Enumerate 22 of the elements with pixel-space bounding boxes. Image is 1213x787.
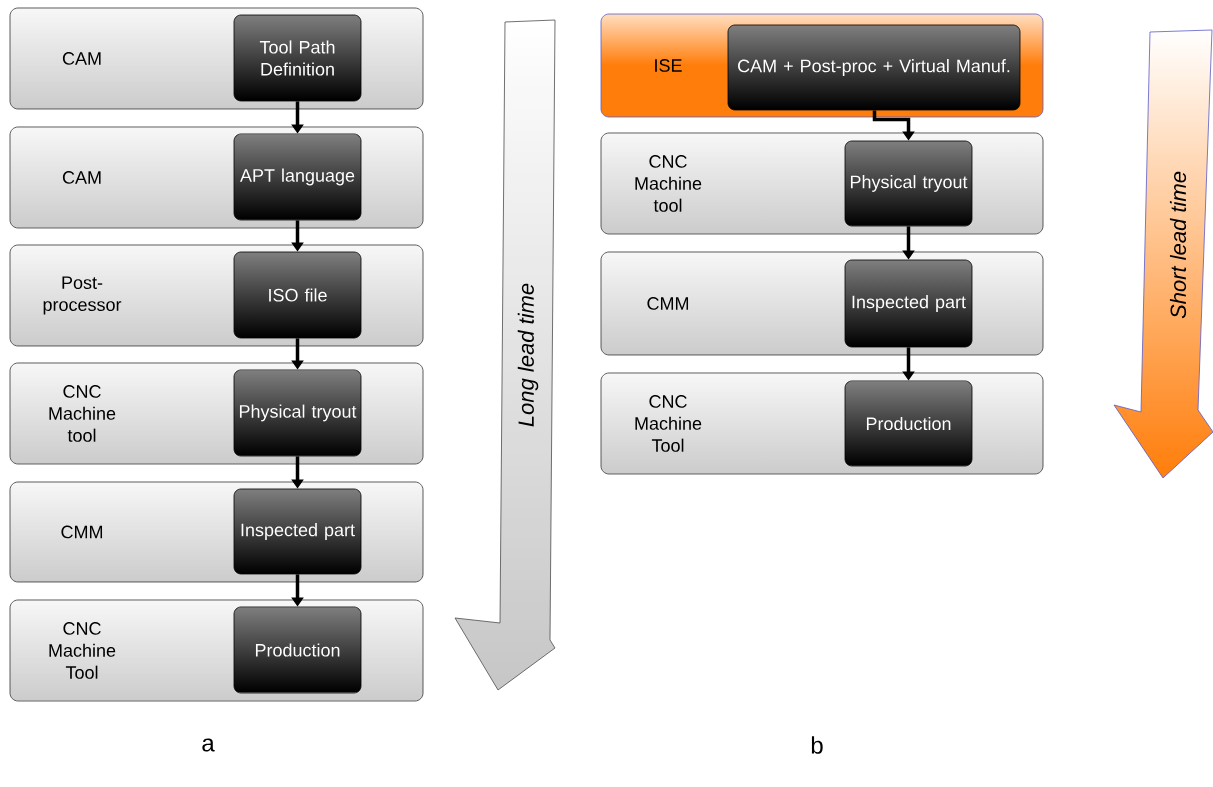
process-box: Inspected part [844,259,973,348]
process-box: Physical tryout [844,140,973,227]
band-label: CNC Machine Tool [635,395,702,452]
process-box: Production [233,606,362,694]
band-label: CMM [647,297,688,310]
band-label: CNC Machine tool [635,155,702,212]
band-label: CNC Machine tool [49,385,116,442]
band-label: CMM [61,525,103,539]
process-box: CAM + Post-proc + Virtual Manuf. [727,24,1021,111]
process-box: Inspected part [233,488,362,575]
process-box: APT language [233,133,362,221]
process-box: Tool Path Definition [233,14,362,102]
band-label: CAM [62,52,101,65]
panel-label: b [811,736,823,754]
process-box: ISO file [233,251,362,339]
process-box: Physical tryout [233,369,362,457]
panel-label: a [202,738,215,752]
band-label: Post-processor [43,276,122,315]
band-label: ISE [655,59,682,72]
band-label: CNC Machine Tool [49,622,116,679]
process-box: Production [844,380,973,467]
band-label: CAM [62,171,101,184]
